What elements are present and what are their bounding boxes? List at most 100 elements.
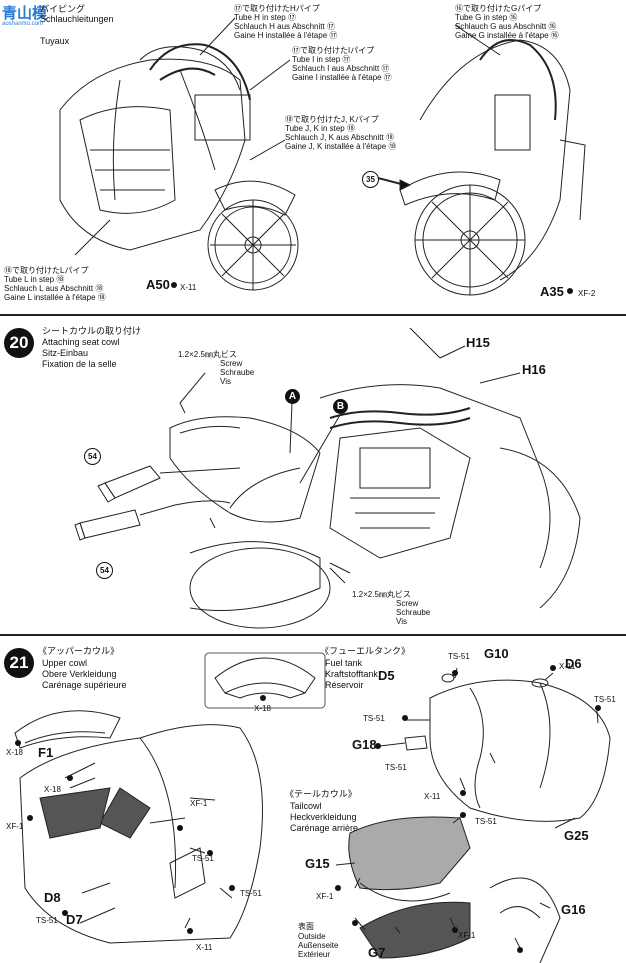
paint-x11-tank-cap: X-11 (559, 662, 576, 671)
screw-bottom-fr: Vis (396, 617, 407, 626)
step-20-title-de: Sitz-Einbau (42, 348, 89, 358)
paint-ts51-tail: TS-51 (475, 817, 497, 826)
step-21-drawing (14, 652, 611, 963)
screw-bottom-en: Screw (396, 599, 419, 608)
paint-x11-tank: X-11 (424, 792, 441, 801)
screw-bottom-de: Schraube (396, 608, 431, 617)
screw-top-de: Schraube (220, 368, 255, 377)
part-f1-label: F1 (38, 745, 54, 760)
part-g10-label: G10 (484, 646, 509, 661)
upper-cowl-ja: 《アッパーカウル》 (38, 646, 120, 656)
hose-jk-fr: Gaine J, K installée à l'étape ⑱ (285, 142, 397, 151)
paint-x18-cowl: X-18 (44, 785, 61, 794)
screw-top-fr: Vis (220, 377, 231, 386)
hose-g-ja: ⑯で取り付けたGパイプ (455, 4, 542, 13)
hose-h-fr: Gaine H installée à l'étape ⑰ (234, 31, 338, 40)
upper-cowl-fr: Carénage supérieure (42, 680, 127, 690)
paint-x18-windscreen: X-18 (6, 748, 23, 757)
piping-header-fr: Tuyaux (40, 36, 70, 46)
tail-cowl-ja: 《テールカウル》 (285, 789, 357, 799)
step-20-number: 20 (4, 328, 34, 358)
step-ref-54-upper: 54 (84, 448, 101, 465)
fuel-tank-fr: Réservoir (325, 680, 364, 690)
step-21-panel: 21 《アッパーカウル》 Upper cowl Obere Verkleidun… (0, 638, 626, 963)
paint-xf1-tail: XF-1 (316, 892, 334, 901)
paint-xf1-cowl-mid: XF-1 (190, 799, 208, 808)
part-d6-label: D6 (565, 656, 582, 671)
hose-i-de: Schlauch I aus Abschnitt ⑰ (292, 64, 390, 73)
screw-top-en: Screw (220, 359, 243, 368)
paint-ts51-tank-c: TS-51 (363, 714, 385, 723)
outside-de: Außenseite (298, 941, 339, 950)
tail-cowl-fr: Carénage arrière (290, 823, 359, 833)
part-g15-label: G15 (305, 856, 330, 871)
part-d7-label: D7 (66, 912, 83, 927)
paint-xf2-a35: XF-2 (578, 289, 596, 298)
step-ref-35: 35 (362, 171, 379, 188)
part-g18-label: G18 (352, 737, 377, 752)
hose-i-en: Tube I in step ⑰ (292, 55, 351, 64)
hose-jk-ja: ⑱で取り付けたJ, Kパイプ (285, 115, 379, 124)
piping-header-de: Schlauchleitungen (40, 14, 114, 24)
part-a50-label: A50 (146, 277, 170, 292)
part-g7-label: G7 (368, 945, 386, 960)
outside-en: Outside (298, 932, 326, 941)
paint-x11-cowl: X-11 (196, 943, 213, 952)
tail-cowl-de: Heckverkleidung (290, 812, 357, 822)
hose-i-ja: ⑰で取り付けたIパイプ (292, 46, 375, 55)
screw-top-ja: 1.2×2.5㎜丸ビス (178, 350, 237, 359)
step-20-panel: 20 シートカウルの取り付け Attaching seat cowl Sitz-… (0, 318, 626, 632)
hose-jk-en: Tube J, K in step ⑱ (285, 124, 355, 133)
callout-a: A (285, 389, 300, 404)
hose-g-de: Schlauch G aus Abschnitt ⑯ (455, 22, 557, 31)
paint-ts51-cowl-c: TS-51 (36, 916, 58, 925)
hose-jk-de: Schlauch J, K aus Abschnitt ⑱ (285, 133, 394, 142)
screw-bottom-ja: 1.2×2.5㎜丸ビス (352, 590, 411, 599)
step-20-title-en: Attaching seat cowl (42, 337, 120, 347)
step-20-title-ja: シートカウルの取り付け (42, 326, 142, 336)
step-20-drawing (74, 327, 581, 629)
paint-xf1-cowl-left: XF-1 (6, 822, 24, 831)
outside-ja: 表面 (298, 922, 314, 931)
hose-l-de: Schlauch L aus Abschnitt ⑱ (4, 284, 104, 293)
part-g16-label: G16 (561, 902, 586, 917)
upper-cowl-de: Obere Verkleidung (42, 669, 117, 679)
step-19-drawing (59, 17, 586, 296)
paint-xf1-tail-lower: XF-1 (458, 931, 476, 940)
hose-l-ja: ⑱で取り付けたLパイプ (4, 266, 89, 275)
part-h15-label: H15 (466, 335, 490, 350)
paint-ts51-tank-a: TS-51 (448, 652, 470, 661)
paint-x18-inset: X-18 (254, 704, 271, 713)
upper-cowl-en: Upper cowl (42, 658, 88, 668)
divider-2 (0, 634, 626, 636)
step-ref-54-lower: 54 (96, 562, 113, 579)
paint-ts51-tank-d: TS-51 (385, 763, 407, 772)
hose-g-en: Tube G in step ⑯ (455, 13, 518, 22)
paint-ts51-cowl-b: TS-51 (240, 889, 262, 898)
step-21-number: 21 (4, 648, 34, 678)
hose-h-ja: ⑰で取り付けたHパイプ (234, 4, 320, 13)
hose-h-en: Tube H in step ⑰ (234, 13, 296, 22)
fuel-tank-de: Kraftstofftank (325, 669, 378, 679)
hose-i-fr: Gaine I installée à l'étape ⑰ (292, 73, 392, 82)
fuel-tank-ja: 《フューエルタンク》 (320, 646, 411, 656)
part-g25-label: G25 (564, 828, 589, 843)
step-20-title-fr: Fixation de la selle (42, 359, 117, 369)
part-d8-label: D8 (44, 890, 61, 905)
part-a35-label: A35 (540, 284, 564, 299)
paint-ts51-cowl-a: TS-51 (192, 854, 214, 863)
outside-fr: Extérieur (298, 950, 331, 959)
hose-g-fr: Gaine G installée à l'étape ⑯ (455, 31, 559, 40)
callout-b: B (333, 399, 348, 414)
part-h16-label: H16 (522, 362, 546, 377)
hose-l-fr: Gaine L installée à l'étape ⑱ (4, 293, 106, 302)
fuel-tank-en: Fuel tank (325, 658, 363, 668)
tail-cowl-en: Tailcowl (290, 801, 322, 811)
hose-h-de: Schlauch H aus Abschnitt ⑰ (234, 22, 335, 31)
hose-l-en: Tube L in step ⑱ (4, 275, 65, 284)
paint-x11-a50: X-11 (180, 283, 197, 292)
piping-header-ja: パイピング (40, 4, 86, 14)
paint-ts51-tank-b: TS-51 (594, 695, 616, 704)
